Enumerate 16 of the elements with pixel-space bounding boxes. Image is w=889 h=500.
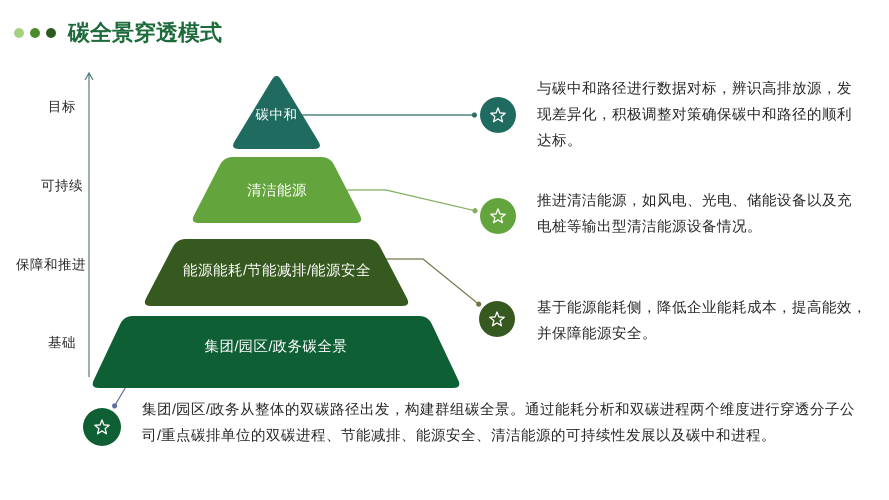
leader-line xyxy=(347,189,478,214)
pyramid-layer: 集团/园区/政务碳全景 xyxy=(90,316,462,388)
pyramid-layer: 能源能耗/节能减排/能源安全 xyxy=(142,239,411,306)
description-text: 集团/园区/政务从整体的双碳路径出发，构建群组碳全景。通过能耗分析和双碳进程两个维度进行穿透分子公司/重点碳排单位的双碳进程、节能减排、能源安全、清洁能源的可持续性发展以及碳中和进程。 xyxy=(142,400,856,446)
description-text: 推进清洁能源，如风电、光电、储能设备以及充电桩等输出型清洁能源设备情况。 xyxy=(537,192,853,237)
pyramid-layer: 清洁能源 xyxy=(190,157,364,223)
title-text: 碳全景穿透模式 xyxy=(68,19,222,47)
leader-line xyxy=(302,112,477,118)
axis-label: 保障和推进 xyxy=(16,256,86,274)
leader-line xyxy=(112,388,126,408)
axis-label: 基础 xyxy=(48,334,76,352)
axis-label: 可持续 xyxy=(41,177,83,195)
description-text: 基于能源能耗侧，降低企业能耗成本，提高能效，并保障能源安全。 xyxy=(537,298,868,344)
axis-label: 目标 xyxy=(48,98,76,116)
description-text: 与碳中和路径进行数据对标，辨识高排放源，发现差异化，积极调整对策确保碳中和路径的顺利达标。 xyxy=(537,80,853,151)
leader-line xyxy=(386,258,482,307)
